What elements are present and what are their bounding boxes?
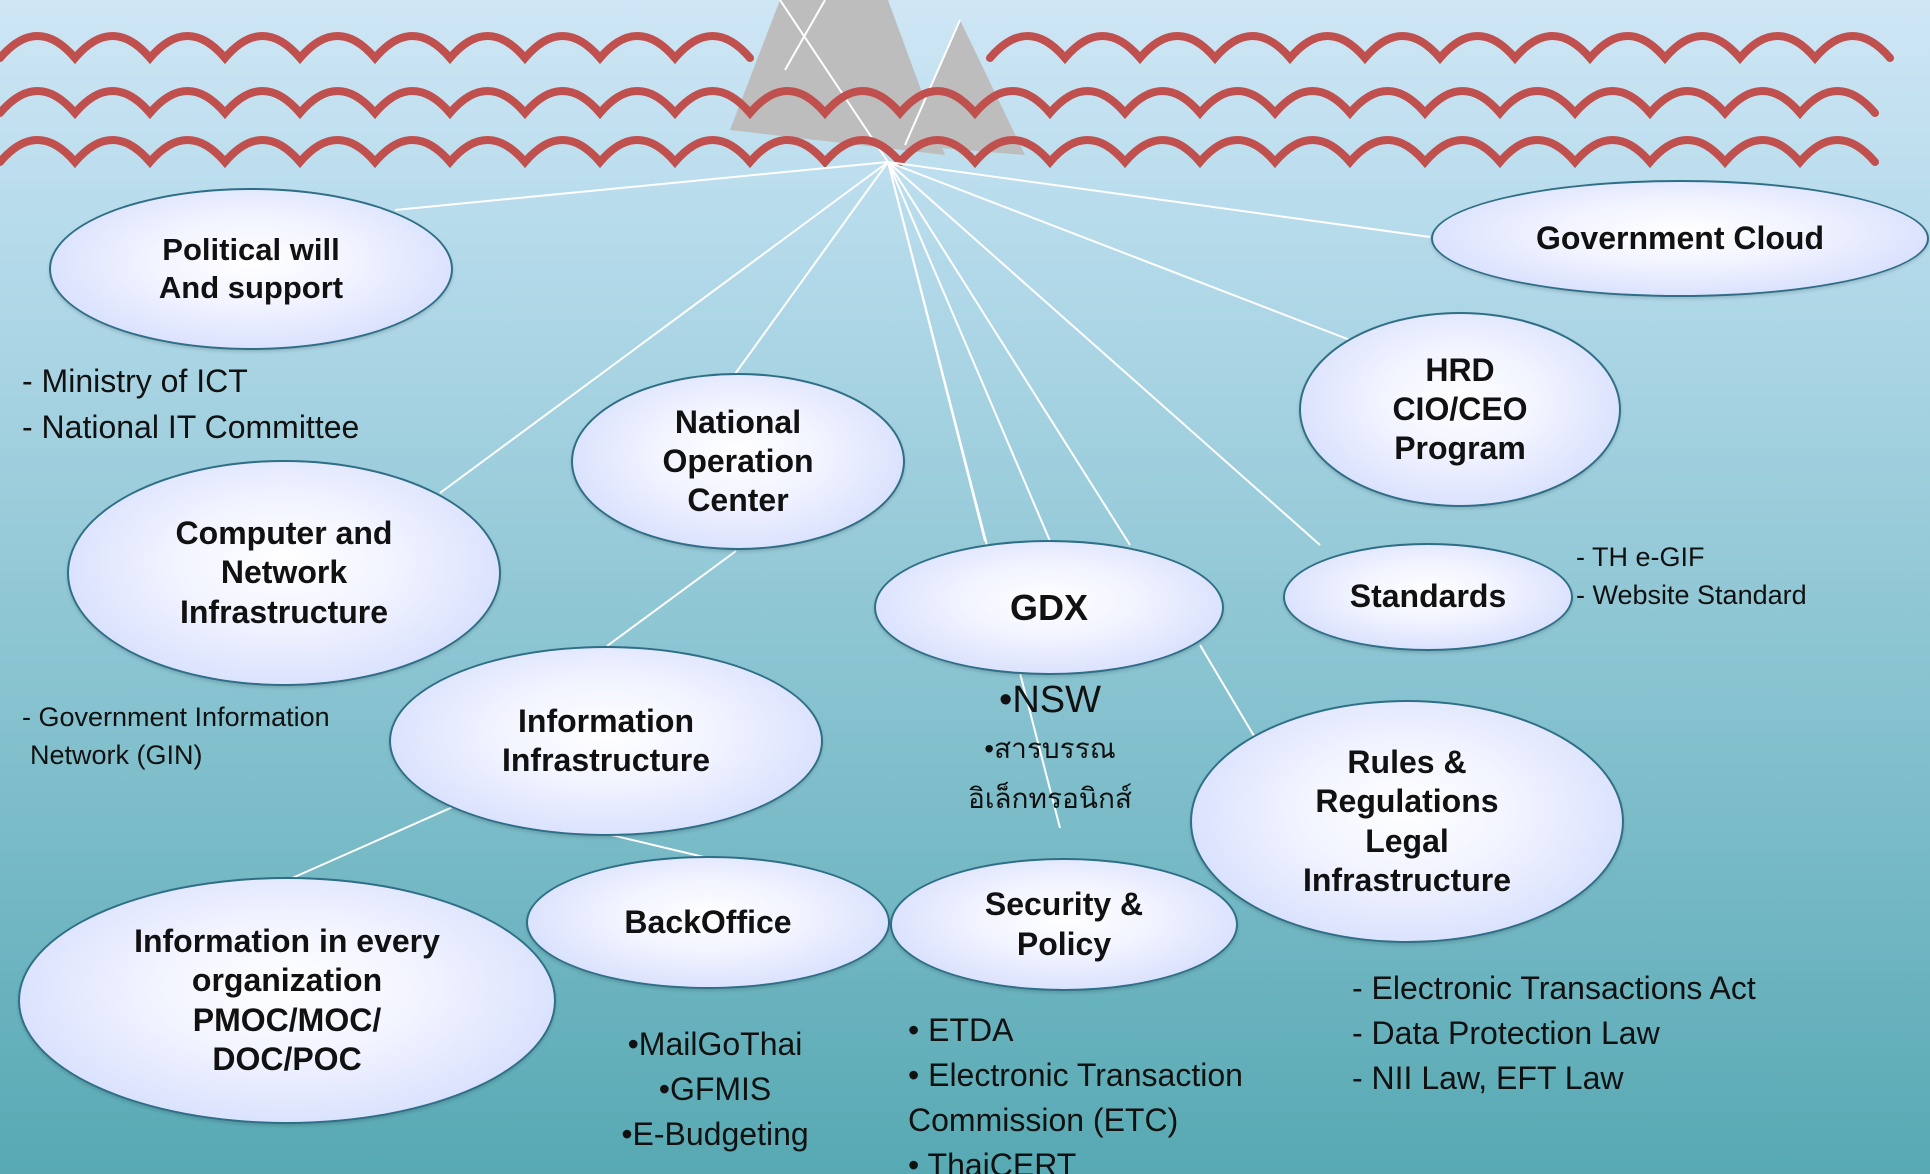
connector-line [394,161,889,211]
gdx-nsw: •NSW [999,679,1101,721]
note-line: Network (GIN) [30,740,203,770]
connector-line [734,161,889,375]
note-line: - National IT Committee [22,409,360,445]
note-line: - Government Information [22,702,330,732]
node-label: Information in every organization PMOC/M… [134,923,440,1077]
note-line: •E-Budgeting [621,1116,809,1152]
rules-notes: - Electronic Transactions Act - Data Pro… [1352,966,1756,1101]
node-label: BackOffice [624,903,792,940]
wave-row [986,32,1894,65]
node-political-will: Political will And support [49,188,453,350]
node-standards: Standards [1283,543,1573,651]
node-label: GDX [1009,586,1088,628]
wave-row [0,32,754,65]
node-government-cloud: Government Cloud [1431,180,1929,297]
gdx-thai-line-2: อิเล็กทรอนิกส์ [968,783,1132,814]
node-information-every-organization: Information in every organization PMOC/M… [18,877,556,1124]
node-label: National Operation Center [662,403,814,519]
node-gdx: GDX [874,540,1224,675]
note-line: - Website Standard [1576,580,1807,610]
connector-line [887,161,1431,238]
wave-row [0,87,1879,120]
political-notes: - Ministry of ICT - National IT Committe… [22,358,359,450]
node-label: HRD CIO/CEO Program [1392,351,1528,467]
node-rules-regulations: Rules & Regulations Legal Infrastructure [1190,700,1624,943]
note-line: - Ministry of ICT [22,363,248,399]
connector-line [1199,644,1258,742]
note-line: - Data Protection Law [1352,1015,1660,1051]
connector-line [887,161,1131,546]
note-line: - TH e-GIF [1576,542,1705,572]
connector-line [887,161,1061,829]
gdx-notes: •NSW •สารบรรณ อิเล็กทรอนิกส์ [950,676,1150,824]
node-label: Government Cloud [1535,219,1824,256]
connector-line [289,805,456,880]
wave-row [0,136,1879,169]
connector-line [439,161,889,494]
connector-line [606,550,737,647]
gdx-thai-line-1: •สารบรรณ [984,733,1116,764]
node-national-operation-center: National Operation Center [571,373,905,550]
note-line: - NII Law, EFT Law [1352,1060,1624,1096]
standards-notes: - TH e-GIF - Website Standard [1576,538,1807,614]
security-notes: • ETDA • Electronic Transaction Commissi… [908,1008,1243,1174]
node-security-policy: Security & Policy [890,858,1238,991]
backoffice-notes: •MailGoThai •GFMIS •E-Budgeting [600,1022,830,1157]
node-hrd-cio-ceo: HRD CIO/CEO Program [1299,312,1621,507]
note-line: •MailGoThai [627,1026,803,1062]
connector-line [887,161,1321,546]
connector-lines [289,161,1431,880]
node-label: Information Infrastructure [501,702,711,778]
note-line: •GFMIS [658,1071,772,1107]
note-line: • ETDA [908,1012,1014,1048]
waves [0,32,1894,169]
node-computer-network-infrastructure: Computer and Network Infrastructure [67,460,501,686]
node-information-infrastructure: Information Infrastructure [389,646,823,836]
note-line: - Electronic Transactions Act [1352,970,1756,1006]
node-label: Political will And support [158,232,344,305]
node-label: Security & Policy [984,886,1144,962]
node-label: Rules & Regulations Legal Infrastructure [1302,744,1512,898]
connector-line [606,833,709,859]
iceberg [730,0,1025,163]
node-label: Computer and Network Infrastructure [175,515,393,630]
node-label: Standards [1349,578,1507,615]
node-backoffice: BackOffice [526,856,890,989]
note-line: • Electronic Transaction [908,1057,1243,1093]
connector-line [887,161,1051,542]
gin-notes: - Government Information Network (GIN) [22,698,330,774]
connector-line [887,161,1351,341]
note-line: • ThaiCERT [908,1147,1077,1174]
note-line: Commission (ETC) [908,1102,1179,1138]
